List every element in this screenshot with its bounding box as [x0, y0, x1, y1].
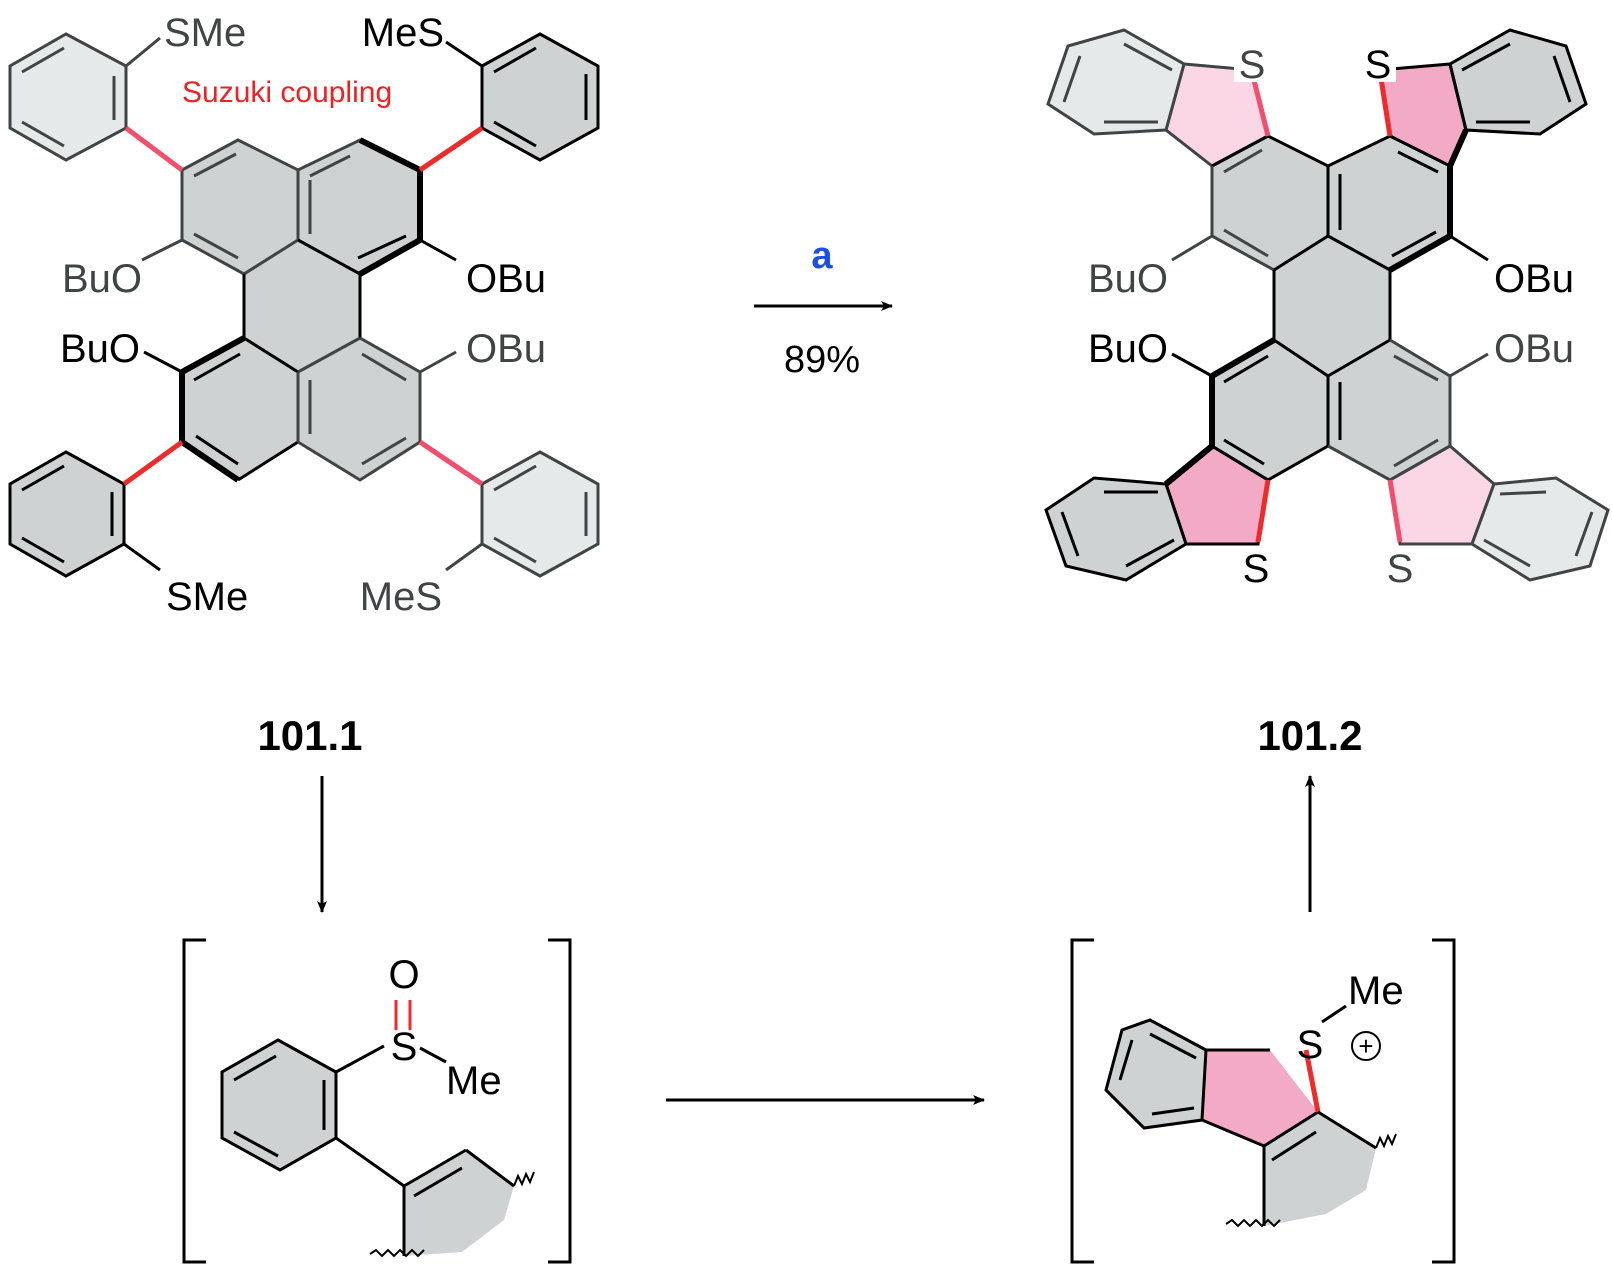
reactant-core-fill	[182, 140, 420, 480]
reactant-sme-top-left: SMe	[164, 11, 246, 55]
reactant-phenyl-bottom-left	[8, 450, 126, 578]
bracket-left-1	[182, 938, 206, 1264]
reactant-buo-left-lower: BuO	[60, 327, 140, 371]
obu-bond-3	[143, 350, 183, 374]
intermediate-1: O S Me	[182, 938, 572, 1264]
intermediate-1-oxygen: O	[388, 953, 419, 997]
suzuki-bond-bottom-right	[418, 439, 484, 487]
product-structure: S S S S BuO OBu BuO OBu	[1044, 28, 1610, 591]
reactant-obu-right-lower: OBu	[466, 327, 546, 371]
reactant-sme-bottom-left: SMe	[166, 575, 248, 619]
intermediate-1-sulfur: S	[391, 1025, 418, 1069]
compound-label-101-1: 101.1	[257, 712, 362, 759]
product-s-bottom-left: S	[1243, 547, 1270, 591]
intermediate-2-charge: +	[1358, 1031, 1373, 1061]
bracket-right-1	[548, 938, 572, 1264]
product-obu-right-lower: OBu	[1494, 327, 1574, 371]
product-benzo-bottom-right	[1470, 476, 1610, 582]
product-s-top-left: S	[1239, 43, 1266, 87]
suzuki-coupling-label: Suzuki coupling	[182, 76, 392, 109]
mes-bond-bottom-right	[445, 542, 483, 572]
reactant-obu-right-upper: OBu	[466, 257, 546, 301]
mes-bond-top-right	[445, 40, 483, 68]
obu-bond-2	[419, 238, 457, 262]
reactant-buo-left-upper: BuO	[62, 257, 142, 301]
reactant-phenyl-bottom-right	[480, 450, 600, 578]
product-buo-left-upper: BuO	[1088, 257, 1168, 301]
reagent-label: a	[811, 235, 833, 277]
product-buo-left-lower: BuO	[1088, 327, 1168, 371]
obu-bond-4	[419, 350, 457, 374]
yield-label: 89%	[784, 339, 860, 381]
product-s-bottom-right: S	[1387, 547, 1414, 591]
suzuki-bond-bottom-left	[122, 439, 184, 487]
intermediate-2-sulfur: S	[1297, 1023, 1324, 1067]
product-obu-right-upper: OBu	[1494, 257, 1574, 301]
product-core-fill	[1212, 136, 1450, 480]
product-s-top-right: S	[1365, 43, 1392, 87]
intermediate-2-methyl: Me	[1348, 969, 1404, 1013]
compound-label-101-2: 101.2	[1257, 712, 1362, 759]
reactant-mes-bottom-right: MeS	[360, 575, 442, 619]
positive-charge-circle	[1351, 1031, 1381, 1061]
bracket-left-2	[1070, 938, 1094, 1264]
bracket-right-2	[1432, 938, 1456, 1264]
product-core-bonds	[1164, 63, 1469, 543]
reactant-phenyl-top-right	[480, 32, 600, 162]
intermediate-1-methyl: Me	[446, 1059, 502, 1103]
product-benzo-top-left	[1046, 28, 1186, 136]
product-benzo-top-right	[1448, 28, 1588, 136]
product-benzo-bottom-left	[1044, 476, 1188, 582]
reactant-core-bonds	[179, 137, 423, 483]
suzuki-bond-top-left	[124, 126, 184, 172]
reactant-structure: SMe MeS Suzuki coupling BuO OBu BuO OBu …	[8, 11, 600, 619]
product-obu-bond-3	[1171, 352, 1213, 378]
reactant-phenyl-top-left	[8, 32, 128, 162]
suzuki-bond-top-right	[418, 125, 484, 173]
obu-bond-1	[141, 238, 183, 262]
sme-bond-bottom-left	[123, 542, 161, 572]
intermediate-2: Me S +	[1070, 938, 1456, 1264]
sme-bond-top-left	[125, 36, 161, 68]
product-obu-bond-1	[1171, 234, 1213, 262]
product-obu-bond-2	[1449, 234, 1489, 262]
product-obu-bond-4	[1449, 352, 1489, 378]
reactant-mes-top-right: MeS	[362, 11, 444, 55]
